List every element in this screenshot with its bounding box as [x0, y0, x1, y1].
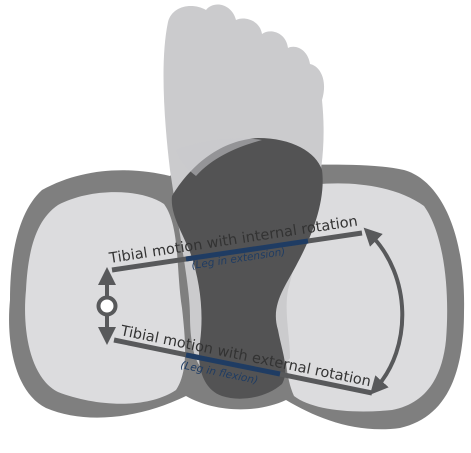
pivot-circle-icon — [99, 298, 116, 315]
